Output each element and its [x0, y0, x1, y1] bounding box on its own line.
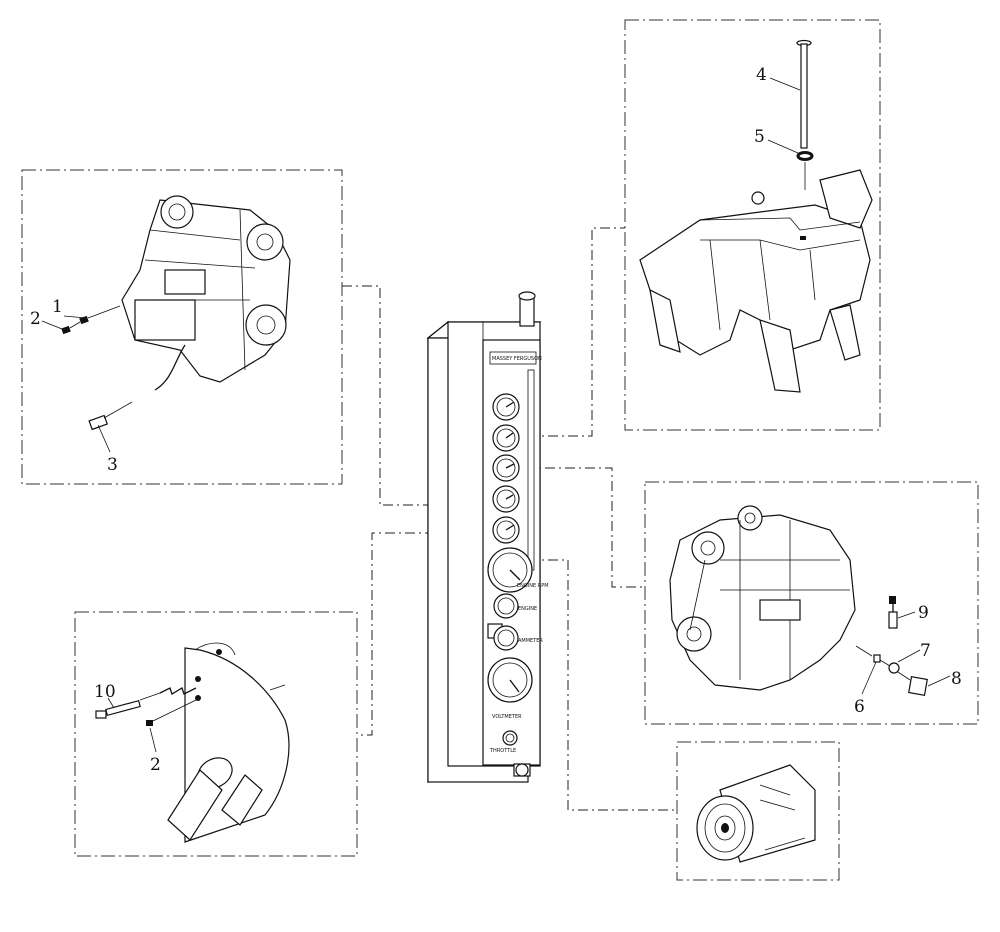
callout-5: 5 [754, 127, 765, 147]
engine-left-fittings [61, 305, 133, 431]
bulkhead-fitting-2 [146, 699, 197, 726]
svg-text:ENGINE: ENGINE [518, 606, 537, 612]
gauge-5 [492, 516, 520, 544]
callout-7: 7 [920, 641, 931, 661]
washer-part-5 [796, 151, 814, 190]
svg-text:THROTTLE: THROTTLE [489, 748, 516, 754]
gauge-6 [493, 593, 519, 619]
callout-4: 4 [756, 65, 767, 85]
callout-3: 3 [107, 455, 118, 475]
engine-right [669, 505, 856, 691]
frame-engine-left [21, 169, 343, 485]
dipstick-part-4 [796, 39, 812, 149]
callout-9: 9 [918, 603, 929, 623]
callout-leaders [41, 77, 951, 753]
instrument-panel: MASSEY FERGUSON ENGINE RPM [426, 291, 549, 784]
svg-text:ENGINE RPM: ENGINE RPM [517, 583, 549, 589]
chassis-frame [639, 169, 873, 393]
gauge-4 [492, 485, 520, 513]
callout-10: 10 [94, 682, 116, 702]
gauge-main-dial [487, 547, 533, 593]
panel-knob-top [502, 730, 518, 746]
bulkhead-panel [167, 642, 290, 843]
svg-text:VOLTMETER: VOLTMETER [492, 714, 522, 720]
frame-chassis [624, 19, 881, 431]
callout-8: 8 [951, 669, 962, 689]
callout-1: 1 [52, 297, 63, 317]
engine-right-fittings [855, 596, 928, 696]
engine-left [121, 195, 291, 391]
gauge-7 [487, 623, 519, 651]
callout-6: 6 [854, 697, 865, 717]
gauge-1 [492, 393, 520, 421]
gauge-3 [492, 454, 520, 482]
frame-alternator [676, 741, 840, 881]
callout-2-top: 2 [30, 309, 41, 329]
panel-knob-bottom [513, 763, 531, 777]
panel-brand-plate [489, 351, 537, 365]
svg-text:AMMETER: AMMETER [518, 638, 543, 644]
gauge-2 [492, 424, 520, 452]
frame-bulkhead [74, 611, 358, 857]
panel-brand-text: MASSEY FERGUSON [492, 356, 542, 362]
callout-2-bottom: 2 [150, 755, 161, 775]
gauge-8 [487, 657, 533, 703]
alternator [696, 764, 816, 863]
sender-part-10 [95, 687, 197, 719]
